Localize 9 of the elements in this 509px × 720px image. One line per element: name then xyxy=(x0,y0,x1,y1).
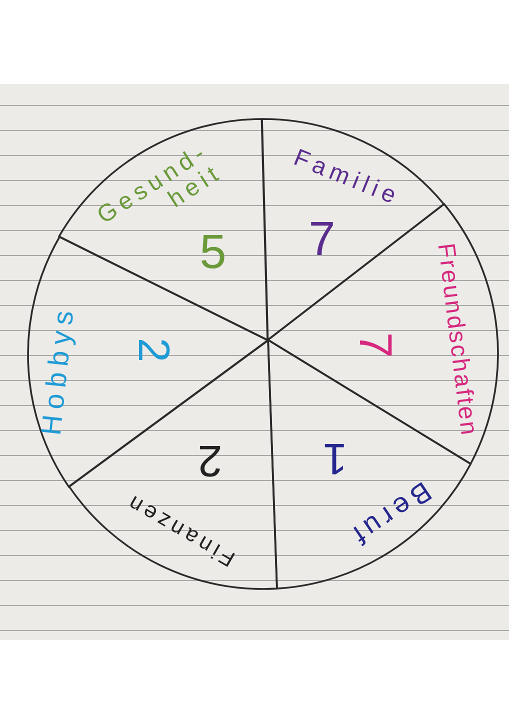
score-number: 2 xyxy=(198,438,222,482)
score-number: 2 xyxy=(131,338,175,362)
segment-label: Hobbys xyxy=(37,303,79,437)
score-number: 7 xyxy=(353,332,399,358)
segment-label: Freundschaften xyxy=(433,242,481,438)
score-number: 7 xyxy=(308,216,336,264)
score-number: 5 xyxy=(200,228,226,277)
score-number: 1 xyxy=(322,436,348,480)
wheel-segment xyxy=(26,234,270,488)
